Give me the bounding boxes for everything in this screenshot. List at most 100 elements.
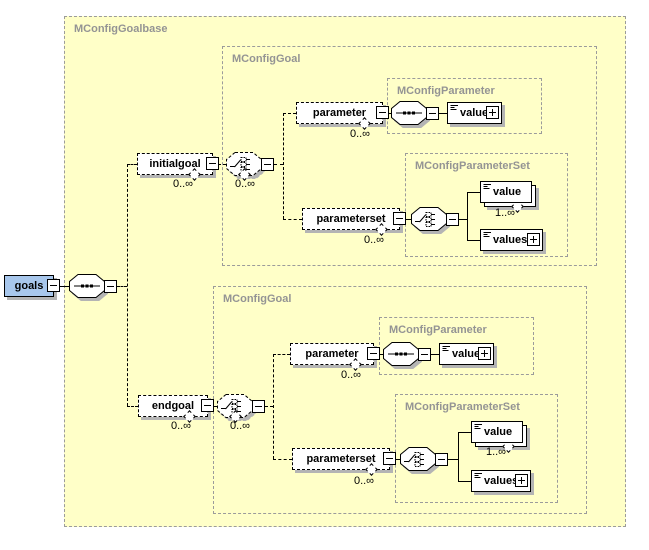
element-endgoal[interactable]: endgoal xyxy=(138,395,214,423)
expand-button[interactable] xyxy=(527,233,540,246)
text-content-icon xyxy=(450,104,459,112)
text-content-icon xyxy=(474,423,483,431)
text-content-icon xyxy=(442,345,451,353)
container-mconfiggoal-top: MConfigGoal xyxy=(222,46,597,266)
container-label: MConfigGoalbase xyxy=(74,23,168,35)
sequence-icon[interactable] xyxy=(383,342,419,366)
element-values[interactable]: values xyxy=(471,470,531,492)
element-value[interactable]: value xyxy=(439,343,494,365)
collapse-button[interactable] xyxy=(393,212,406,225)
element-label: value xyxy=(493,186,522,198)
element-label: parameter xyxy=(305,348,359,360)
element-initialgoal[interactable]: initialgoal xyxy=(137,153,219,181)
connector xyxy=(127,164,137,165)
connector xyxy=(54,286,69,287)
element-parameter[interactable]: parameter xyxy=(290,343,380,371)
cardinality-label: 0..∞ xyxy=(172,178,194,190)
element-parameter[interactable]: parameter xyxy=(296,102,389,130)
connector xyxy=(467,192,468,240)
container-mconfiggoalbase: MConfigGoalbase xyxy=(64,16,626,527)
connector xyxy=(448,459,458,460)
connector xyxy=(467,240,480,241)
element-label: endgoal xyxy=(151,400,195,412)
cardinality-label: 0..∞ xyxy=(353,475,375,487)
collapse-button[interactable] xyxy=(376,106,389,119)
connector xyxy=(458,432,459,481)
container-mconfigparameter-bottom: MConfigParameter xyxy=(379,317,534,375)
connector xyxy=(459,219,467,220)
choice-icon[interactable] xyxy=(411,207,447,231)
element-label: value xyxy=(484,426,513,438)
cardinality-label: 0..∞ xyxy=(340,369,362,381)
element-value[interactable]: value xyxy=(480,181,532,203)
container-label: MConfigParameterSet xyxy=(415,160,530,172)
expand-button[interactable] xyxy=(478,347,491,360)
collapse-button[interactable] xyxy=(206,157,219,170)
element-parameterset[interactable]: parameterset xyxy=(302,208,406,236)
cardinality-label: 0..∞ xyxy=(363,234,385,246)
expand-button[interactable] xyxy=(486,106,499,119)
container-label: MConfigGoal xyxy=(223,293,292,305)
collapse-button[interactable] xyxy=(435,453,448,466)
element-label: values xyxy=(484,475,519,487)
connector xyxy=(213,164,226,165)
container-mconfigparameterset-top: MConfigParameterSet xyxy=(405,153,568,257)
collapse-button[interactable] xyxy=(367,347,380,360)
collapse-button[interactable] xyxy=(104,280,117,293)
connector xyxy=(283,113,284,219)
container-mconfigparameterset-bottom: MConfigParameterSet xyxy=(395,394,558,503)
connector xyxy=(274,164,283,165)
element-value[interactable]: value xyxy=(447,102,502,124)
element-value[interactable]: value xyxy=(471,421,523,443)
connector xyxy=(273,459,292,460)
collapse-button[interactable] xyxy=(446,213,459,226)
connector xyxy=(439,113,447,114)
element-values[interactable]: values xyxy=(480,229,543,251)
choice-icon[interactable] xyxy=(400,447,436,471)
element-parameterset[interactable]: parameterset xyxy=(292,448,396,476)
container-label: MConfigGoal xyxy=(232,53,301,65)
element-label: value xyxy=(460,107,489,119)
connector xyxy=(458,432,471,433)
element-label: parameter xyxy=(312,107,367,119)
connector xyxy=(273,354,274,459)
text-content-icon xyxy=(483,183,492,191)
connector xyxy=(265,406,273,407)
element-label: initialgoal xyxy=(149,158,201,170)
container-label: MConfigParameterSet xyxy=(405,401,520,413)
collapse-button[interactable] xyxy=(261,158,274,171)
text-content-icon xyxy=(474,472,483,480)
collapse-button[interactable] xyxy=(201,399,214,412)
connector xyxy=(467,192,480,193)
element-goals[interactable]: goals xyxy=(4,275,60,297)
connector xyxy=(283,219,302,220)
connector xyxy=(273,354,290,355)
element-label: goals xyxy=(14,280,44,292)
connector xyxy=(431,354,439,355)
sequence-icon[interactable] xyxy=(391,101,427,125)
collapse-button[interactable] xyxy=(383,452,396,465)
text-content-icon xyxy=(483,231,492,239)
sequence-icon[interactable] xyxy=(69,274,105,298)
cardinality-label: 0..∞ xyxy=(170,420,192,432)
choice-icon[interactable] xyxy=(226,152,262,176)
element-label: parameterset xyxy=(306,453,376,465)
cardinality-label: 1..∞ xyxy=(494,207,516,219)
connector xyxy=(117,286,127,287)
collapse-button[interactable] xyxy=(252,400,265,413)
cardinality-label: 0..∞ xyxy=(234,178,256,190)
container-label: MConfigParameter xyxy=(389,324,487,336)
connector xyxy=(127,406,138,407)
connector xyxy=(458,481,471,482)
cardinality-label: 0..∞ xyxy=(229,420,251,432)
collapse-button[interactable] xyxy=(418,348,431,361)
expand-button[interactable] xyxy=(515,474,528,487)
element-label: values xyxy=(493,234,528,246)
collapse-button[interactable] xyxy=(426,107,439,120)
container-label: MConfigParameter xyxy=(397,85,495,97)
collapse-button[interactable] xyxy=(47,279,60,292)
connector xyxy=(283,113,296,114)
element-label: parameterset xyxy=(316,213,386,225)
element-label: value xyxy=(452,348,481,360)
